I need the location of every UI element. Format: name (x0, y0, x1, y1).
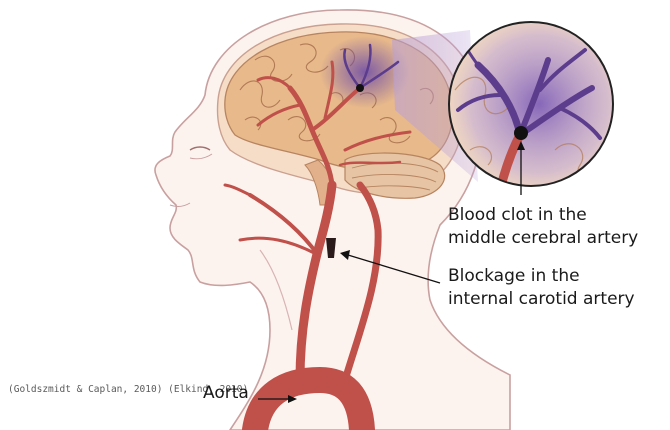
clot-label-line2: middle cerebral artery (448, 228, 638, 249)
clot-label-line1: Blood clot in the (448, 205, 587, 226)
blockage-label-line1: Blockage in the (448, 266, 580, 287)
aorta-label: Aorta (203, 383, 249, 403)
blockage-label-line2: internal carotid artery (448, 289, 635, 310)
brain-clot-marker (356, 84, 364, 92)
